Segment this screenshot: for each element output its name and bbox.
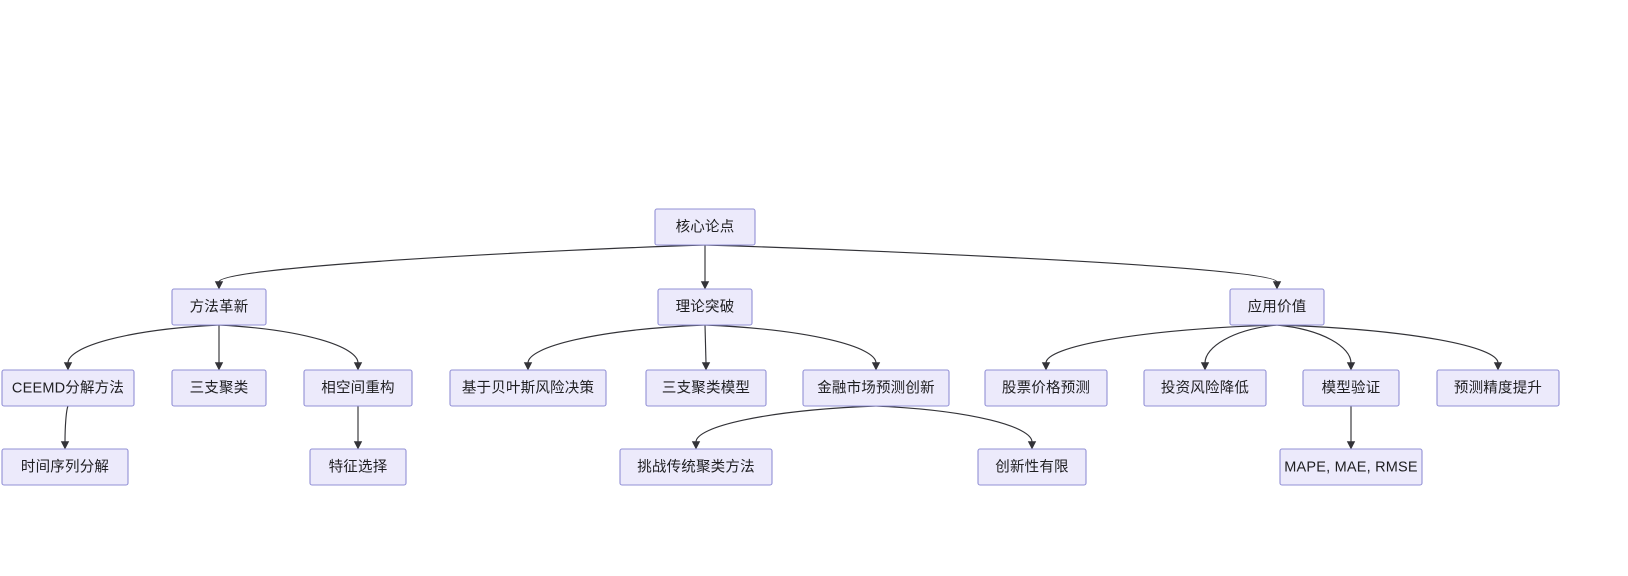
node-box[interactable] xyxy=(657,288,753,326)
edge-模型验证-to-mape-mae-rmse xyxy=(1346,406,1356,450)
node-创新性有限[interactable]: 创新性有限 xyxy=(977,448,1087,486)
arrow-head-icon xyxy=(1200,362,1210,371)
node-核心论点[interactable]: 核心论点 xyxy=(654,208,756,246)
node-投资风险降低[interactable]: 投资风险降低 xyxy=(1143,369,1267,407)
node-mape-mae-rmse[interactable]: MAPE, MAE, RMSE xyxy=(1279,448,1423,486)
edge-金融市场预测创新-to-创新性有限 xyxy=(875,405,1037,450)
edge-理论突破-to-基于贝叶斯风险决策 xyxy=(523,324,706,371)
node-box[interactable] xyxy=(1436,369,1560,407)
node-label: 金融市场预测创新 xyxy=(817,379,935,396)
edge-理论突破-to-三支聚类模型 xyxy=(701,324,711,371)
arrow-head-icon xyxy=(1027,441,1037,450)
node-三支聚类模型[interactable]: 三支聚类模型 xyxy=(645,369,767,407)
node-label: 股票价格预测 xyxy=(1002,379,1090,396)
arrow-head-icon xyxy=(214,362,224,371)
node-label: 模型验证 xyxy=(1322,379,1381,396)
node-label: 特征选择 xyxy=(329,458,388,475)
arrow-head-icon xyxy=(60,441,70,450)
edge-理论突破-to-金融市场预测创新 xyxy=(704,324,881,371)
node-box[interactable] xyxy=(303,369,413,407)
edge-金融市场预测创新-to-挑战传统聚类方法 xyxy=(691,405,877,450)
node-时间序列分解[interactable]: 时间序列分解 xyxy=(1,448,129,486)
edge-应用价值-to-预测精度提升 xyxy=(1276,324,1503,371)
node-ceemd分解方法[interactable]: CEEMD分解方法 xyxy=(1,369,135,407)
node-box[interactable] xyxy=(171,369,267,407)
edge-应用价值-to-投资风险降低 xyxy=(1200,324,1278,371)
edge-相空间重构-to-特征选择 xyxy=(353,406,363,450)
arrow-head-icon xyxy=(353,441,363,450)
node-应用价值[interactable]: 应用价值 xyxy=(1229,288,1325,326)
node-label: 挑战传统聚类方法 xyxy=(637,458,755,475)
node-label: 投资风险降低 xyxy=(1161,379,1249,396)
edge-核心论点-to-应用价值 xyxy=(704,244,1282,290)
node-label: 三支聚类模型 xyxy=(662,379,750,396)
node-box[interactable] xyxy=(645,369,767,407)
node-label: 相空间重构 xyxy=(321,379,395,396)
edge-方法革新-to-三支聚类 xyxy=(214,325,224,371)
node-label: 基于贝叶斯风险决策 xyxy=(462,379,595,396)
edge-ceemd分解方法-to-时间序列分解 xyxy=(60,405,70,450)
node-box[interactable] xyxy=(802,369,950,407)
arrow-head-icon xyxy=(871,362,881,371)
arrow-head-icon xyxy=(63,362,73,371)
node-label: 三支聚类 xyxy=(190,379,249,396)
edge-应用价值-to-模型验证 xyxy=(1276,324,1356,371)
node-box[interactable] xyxy=(654,208,756,246)
node-box[interactable] xyxy=(1229,288,1325,326)
node-box[interactable] xyxy=(984,369,1108,407)
node-box[interactable] xyxy=(619,448,773,486)
edge-核心论点-to-理论突破 xyxy=(700,245,710,290)
node-box[interactable] xyxy=(171,288,267,326)
node-三支聚类[interactable]: 三支聚类 xyxy=(171,369,267,407)
node-box[interactable] xyxy=(1279,448,1423,486)
node-理论突破[interactable]: 理论突破 xyxy=(657,288,753,326)
arrow-head-icon xyxy=(700,281,710,290)
node-相空间重构[interactable]: 相空间重构 xyxy=(303,369,413,407)
arrow-head-icon xyxy=(691,441,701,450)
node-label: MAPE, MAE, RMSE xyxy=(1284,459,1418,475)
node-特征选择[interactable]: 特征选择 xyxy=(309,448,407,486)
node-label: CEEMD分解方法 xyxy=(12,379,124,396)
node-基于贝叶斯风险决策[interactable]: 基于贝叶斯风险决策 xyxy=(449,369,607,407)
edge-应用价值-to-股票价格预测 xyxy=(1041,324,1278,371)
edges-layer xyxy=(60,244,1503,450)
node-label: 创新性有限 xyxy=(995,458,1069,475)
node-label: 方法革新 xyxy=(190,298,249,315)
arrow-head-icon xyxy=(701,362,711,371)
node-box[interactable] xyxy=(449,369,607,407)
arrow-head-icon xyxy=(523,362,533,371)
arrow-head-icon xyxy=(1493,362,1503,371)
arrow-head-icon xyxy=(214,281,224,290)
edge-方法革新-to-ceemd分解方法 xyxy=(63,324,220,371)
node-方法革新[interactable]: 方法革新 xyxy=(171,288,267,326)
arrow-head-icon xyxy=(1272,281,1282,290)
node-box[interactable] xyxy=(1,369,135,407)
node-label: 预测精度提升 xyxy=(1454,379,1542,396)
edge-核心论点-to-方法革新 xyxy=(214,244,706,290)
node-label: 应用价值 xyxy=(1248,297,1307,315)
node-label: 理论突破 xyxy=(676,298,735,315)
node-label: 时间序列分解 xyxy=(21,458,109,475)
node-预测精度提升[interactable]: 预测精度提升 xyxy=(1436,369,1560,407)
arrow-head-icon xyxy=(1346,362,1356,371)
arrow-head-icon xyxy=(353,362,363,371)
node-box[interactable] xyxy=(1302,369,1400,407)
arrow-head-icon xyxy=(1346,441,1356,450)
node-box[interactable] xyxy=(977,448,1087,486)
node-box[interactable] xyxy=(1,448,129,486)
node-模型验证[interactable]: 模型验证 xyxy=(1302,369,1400,407)
node-box[interactable] xyxy=(1143,369,1267,407)
node-box[interactable] xyxy=(309,448,407,486)
arrow-head-icon xyxy=(1041,362,1051,371)
node-金融市场预测创新[interactable]: 金融市场预测创新 xyxy=(802,369,950,407)
node-股票价格预测[interactable]: 股票价格预测 xyxy=(984,369,1108,407)
node-挑战传统聚类方法[interactable]: 挑战传统聚类方法 xyxy=(619,448,773,486)
node-label: 核心论点 xyxy=(676,218,735,235)
edge-方法革新-to-相空间重构 xyxy=(218,324,363,371)
